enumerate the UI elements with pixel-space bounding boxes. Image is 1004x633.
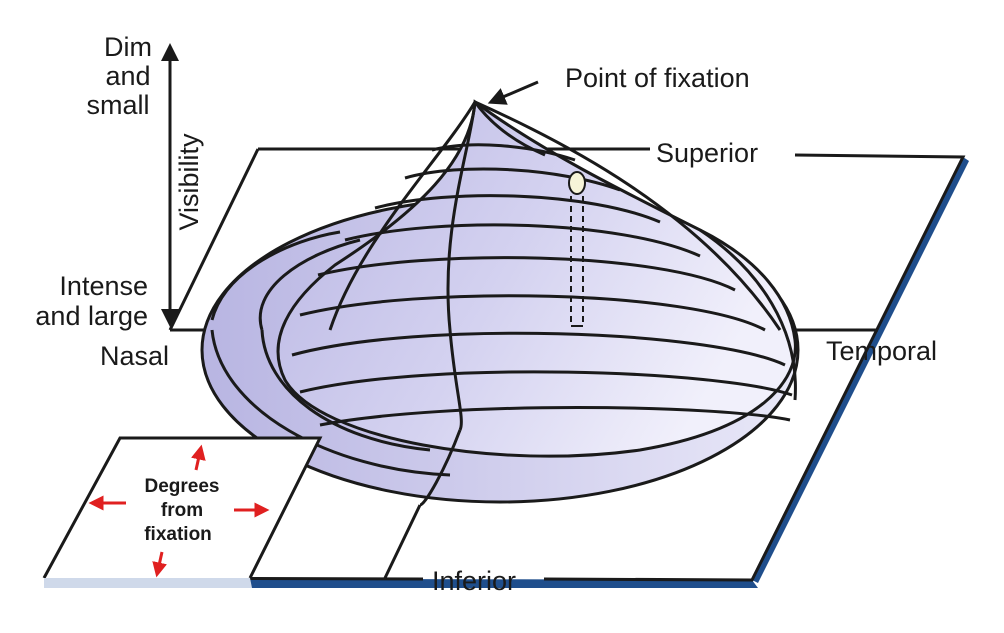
isopter-4 xyxy=(344,223,701,258)
plane-left-edge-upper xyxy=(168,148,260,331)
isopter-6 xyxy=(299,294,766,332)
red-arrow-up-icon xyxy=(191,444,206,471)
fixation-callout: Point of fixation xyxy=(487,63,750,105)
hill-right-flank xyxy=(699,228,797,401)
fixation-arrow-icon xyxy=(487,80,539,105)
isopter-8 xyxy=(299,370,793,397)
meridian-vertical-lower xyxy=(419,429,462,507)
degrees-box-line-3: fixation xyxy=(144,524,212,545)
hill-surface xyxy=(276,99,797,458)
isopter-3 xyxy=(374,194,661,224)
stimulus-dot xyxy=(568,171,586,195)
isopter-2 xyxy=(404,167,621,192)
base-ring-2b xyxy=(210,329,451,477)
degrees-box: Degrees from fixation xyxy=(42,436,323,588)
stimulus-point xyxy=(568,171,586,327)
degrees-box-edge xyxy=(44,578,252,588)
intense-large-line-2: and large xyxy=(35,301,148,331)
plane-right-edge xyxy=(752,157,969,583)
inferior-label: Inferior xyxy=(432,566,516,596)
dim-small-line-1: Dim xyxy=(104,32,152,62)
point-of-fixation-label: Point of fixation xyxy=(565,63,750,93)
meridian-nasal xyxy=(328,101,477,331)
isopter-1 xyxy=(431,143,576,162)
degrees-box-line-2: from xyxy=(161,500,203,521)
degrees-box-outline xyxy=(42,436,323,579)
red-arrow-down-icon xyxy=(152,551,167,578)
dim-small-line-2: and xyxy=(105,61,150,91)
plane-vertical-midline xyxy=(383,504,422,579)
plane-top-edge-right xyxy=(543,153,966,582)
meridian-vertical xyxy=(446,101,477,431)
visibility-axis: Visibility Dim and small Intense and lar… xyxy=(35,32,204,331)
base-ring-1b xyxy=(260,329,431,452)
nasal-label: Nasal xyxy=(100,341,169,371)
meridian-temporal xyxy=(474,100,782,331)
base-ring-2 xyxy=(210,230,341,321)
hill-of-vision xyxy=(200,99,800,507)
temporal-label: Temporal xyxy=(826,336,937,366)
isopter-5 xyxy=(317,256,736,292)
superior-label: Superior xyxy=(656,138,758,168)
dim-small-line-3: small xyxy=(86,90,149,120)
base-ring-1 xyxy=(258,238,361,331)
degrees-box-line-1: Degrees xyxy=(145,476,220,497)
intense-large-line-1: Intense xyxy=(59,271,148,301)
isopter-9 xyxy=(319,406,791,427)
visibility-label: Visibility xyxy=(174,133,204,231)
isopter-7 xyxy=(291,331,786,367)
